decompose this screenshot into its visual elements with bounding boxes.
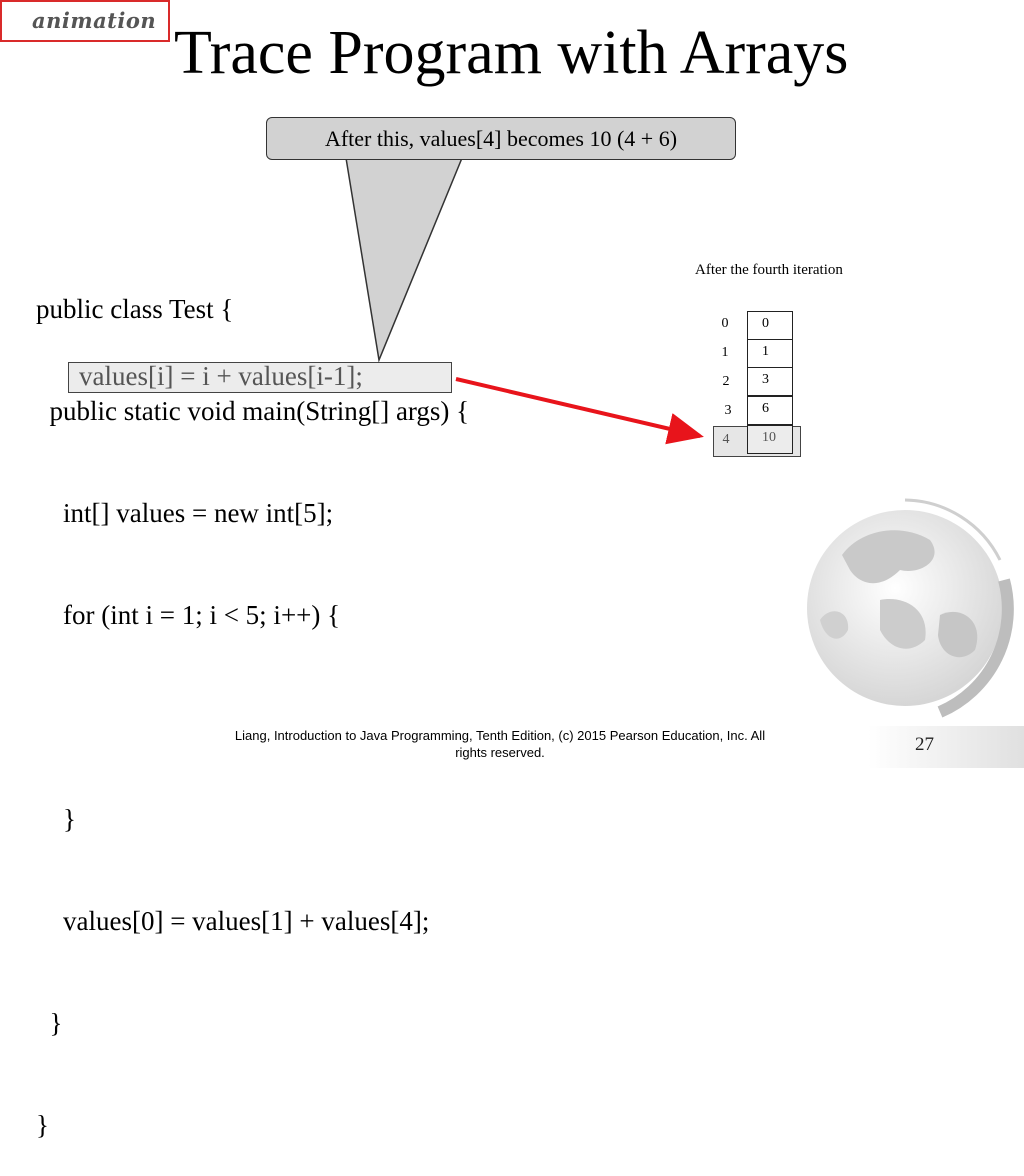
callout-text: After this, values[4] becomes 10 (4 + 6) — [324, 126, 678, 151]
callout-box: After this, values[4] becomes 10 (4 + 6) — [266, 117, 736, 160]
code-line: } — [36, 1110, 49, 1140]
array-index: 1 — [721, 345, 729, 360]
slide-title: Trace Program with Arrays — [174, 19, 849, 87]
code-line: public static void main(String[] args) { — [36, 396, 470, 426]
array-index: 4 — [722, 432, 730, 447]
array-cell: 1 — [747, 339, 793, 368]
code-line: int[] values = new int[5]; — [36, 498, 334, 528]
animation-badge: animation — [0, 0, 170, 42]
array-index: 0 — [721, 316, 729, 331]
page-number-tab — [868, 726, 1024, 768]
code-line: } — [36, 804, 76, 834]
code-line: values[0] = values[1] + values[4]; — [36, 906, 430, 936]
array-cell: 6 — [747, 396, 793, 425]
array-index: 2 — [722, 374, 730, 389]
code-line: } — [36, 1008, 63, 1038]
animation-badge-label: animation — [32, 8, 157, 33]
footer-credit-line: rights reserved. — [455, 745, 545, 760]
highlighted-statement: values[i] = i + values[i-1]; — [68, 361, 452, 393]
highlighted-statement-text: values[i] = i + values[i-1]; — [79, 361, 363, 391]
array-cell: 3 — [747, 367, 793, 396]
arrow-to-array — [455, 377, 704, 445]
code-line: for (int i = 1; i < 5; i++) { — [36, 600, 341, 630]
footer-credit-line: Liang, Introduction to Java Programming,… — [234, 728, 766, 743]
array-caption: After the fourth iteration — [695, 262, 843, 278]
array-index: 3 — [724, 403, 732, 418]
page-number: 27 — [915, 734, 934, 755]
footer-credit: Liang, Introduction to Java Programming,… — [200, 727, 800, 761]
array-cell: 10 — [747, 425, 793, 454]
code-line: public class Test { — [36, 294, 234, 324]
array-cell: 0 — [747, 311, 793, 340]
globe-icon — [807, 498, 1014, 718]
